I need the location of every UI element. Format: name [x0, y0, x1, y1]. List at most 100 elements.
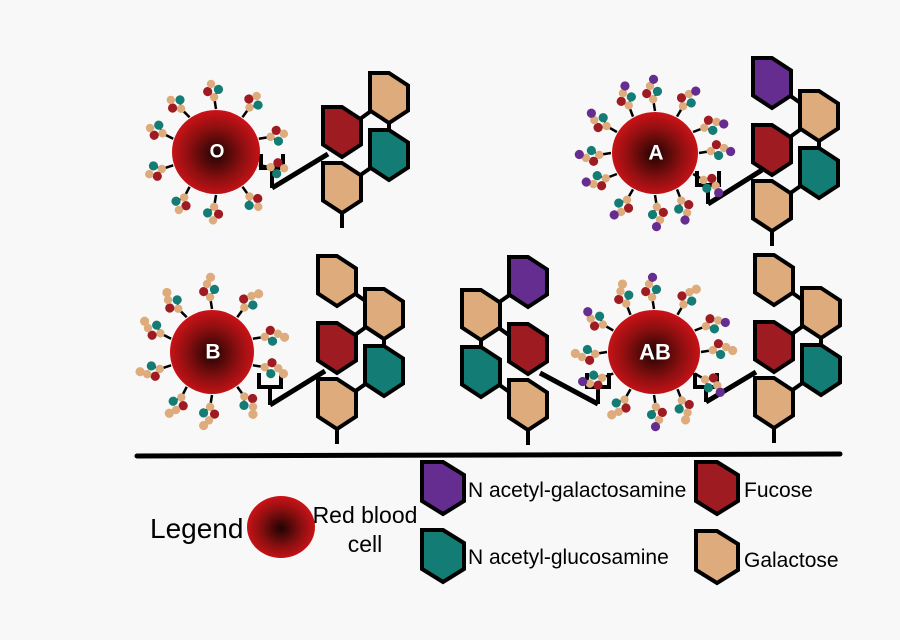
hexagon-n-acetyl-galactosamine	[751, 56, 793, 111]
cluster-dot-n-acetyl-galactosamine	[715, 387, 725, 397]
antigen-cluster	[258, 125, 289, 146]
cluster-dot-fucose	[213, 209, 224, 219]
cluster-dot-n-acetyl-glucosamine	[624, 290, 634, 300]
cluster-dot-n-acetyl-glucosamine	[171, 196, 181, 206]
cluster-stem	[165, 133, 174, 140]
cluster-dot-fucose	[253, 193, 263, 204]
cluster-dot-fucose	[657, 407, 667, 418]
cluster-dot-n-acetyl-glucosamine	[239, 400, 249, 410]
cluster-dot-n-acetyl-glucosamine	[626, 92, 636, 102]
cluster-dot-galactose	[199, 420, 209, 431]
cluster-dot-fucose	[265, 325, 275, 335]
hexagon-galactose	[800, 286, 842, 341]
cluster-stem	[676, 388, 682, 398]
cluster-dot-fucose	[705, 314, 715, 324]
cluster-dot-n-acetyl-glucosamine	[148, 161, 159, 171]
cluster-dot-galactose	[252, 91, 261, 101]
cluster-dot-galactose	[708, 345, 718, 355]
cluster-stem	[652, 102, 657, 112]
blood-type-O: O	[145, 71, 410, 228]
cluster-dot-fucose	[708, 373, 719, 383]
cluster-dot-galactose	[279, 129, 289, 138]
cluster-dot-galactose	[622, 195, 632, 204]
cluster-dot-galactose	[206, 79, 216, 89]
cluster-dot-fucose	[584, 355, 595, 365]
cluster-dot-galactose	[678, 102, 688, 111]
legend-item-label: Galactose	[744, 549, 839, 572]
cluster-dot-galactose	[706, 146, 716, 156]
hexagon-n-acetyl-glucosamine	[363, 344, 405, 399]
cluster-dot-galactose	[617, 279, 628, 289]
cluster-dot-galactose	[701, 321, 711, 331]
antigen-cluster	[614, 279, 634, 316]
antigen-cluster	[145, 161, 174, 181]
cluster-dot-n-acetyl-glucosamine	[213, 84, 224, 94]
cluster-dot-galactose	[721, 342, 731, 352]
cluster-dot-galactose	[202, 279, 212, 289]
cluster-dot-galactose	[685, 287, 694, 297]
cluster-dot-galactose	[677, 196, 686, 205]
legend-item-label: N acetyl-glucosamine	[468, 546, 669, 569]
cluster-dot-n-acetyl-glucosamine	[582, 344, 592, 355]
cluster-dot-galactose	[157, 164, 166, 174]
cluster-dot-galactose	[620, 395, 629, 404]
antigen-cluster	[140, 316, 172, 340]
cluster-stem	[602, 151, 612, 156]
cluster-stem	[241, 186, 249, 194]
cluster-dot-fucose	[147, 330, 157, 340]
hexagon-n-acetyl-glucosamine	[460, 345, 502, 400]
fork-diagonal	[268, 368, 327, 408]
cluster-dot-galactose	[155, 364, 164, 374]
antigen-cluster	[694, 314, 730, 334]
cluster-dot-galactose	[162, 287, 172, 298]
cluster-dot-galactose	[618, 88, 628, 98]
cluster-dot-n-acetyl-galactosamine	[650, 422, 661, 432]
cluster-dot-n-acetyl-galactosamine	[648, 74, 659, 84]
hexagon-galactose	[316, 377, 358, 432]
cluster-dot-fucose	[676, 93, 687, 103]
antigen-cluster	[583, 307, 614, 332]
cluster-dot-fucose	[593, 122, 603, 133]
legend-item-n-acetyl-glucosamine: N acetyl-glucosamine	[420, 528, 669, 585]
cluster-dot-galactose	[589, 179, 598, 189]
cluster-dot-galactose	[260, 362, 269, 372]
cluster-dot-n-acetyl-glucosamine	[267, 336, 278, 346]
antigen-cluster	[135, 361, 172, 381]
cluster-dot-galactose	[164, 408, 174, 418]
cluster-stem	[241, 110, 249, 118]
antigen-cluster	[647, 194, 668, 232]
cluster-dot-fucose	[203, 86, 213, 97]
cluster-dot-fucose	[267, 358, 277, 368]
cluster-dot-fucose	[244, 94, 254, 104]
cluster-dot-fucose	[209, 409, 220, 419]
red-blood-cell-AB	[608, 310, 700, 394]
hexagon-n-acetyl-glucosamine	[368, 128, 410, 183]
legend-item-label: Fucose	[744, 479, 813, 502]
cluster-dot-galactose	[163, 295, 173, 305]
cluster-dot-galactose	[654, 415, 664, 425]
cluster-dot-galactose	[166, 95, 176, 105]
cluster-dot-n-acetyl-glucosamine	[598, 113, 608, 123]
cluster-dot-galactose	[266, 162, 275, 172]
cluster-stem	[651, 300, 656, 310]
cluster-dot-fucose	[641, 286, 651, 297]
cluster-dot-n-acetyl-glucosamine	[594, 311, 605, 321]
cluster-dot-n-acetyl-glucosamine	[702, 183, 712, 193]
antigen-cluster	[616, 81, 636, 118]
cluster-dot-galactose	[586, 314, 595, 323]
cluster-stem	[675, 188, 682, 198]
cluster-stem	[694, 326, 703, 332]
cluster-dot-n-acetyl-galactosamine	[581, 177, 591, 187]
cluster-dot-n-acetyl-galactosamine	[586, 108, 596, 118]
cluster-dot-n-acetyl-glucosamine	[708, 125, 718, 135]
cluster-stem	[692, 172, 701, 180]
cluster-dot-galactose	[719, 143, 729, 153]
cluster-dot-galactose	[142, 369, 152, 379]
antigen-cluster	[199, 272, 220, 310]
cluster-dot-galactose	[570, 348, 580, 359]
legend-item-label: N acetyl-galactosamine	[468, 479, 686, 502]
cluster-dot-fucose	[711, 140, 722, 150]
cluster-dot-fucose	[199, 286, 209, 297]
cluster-stem	[213, 100, 218, 110]
